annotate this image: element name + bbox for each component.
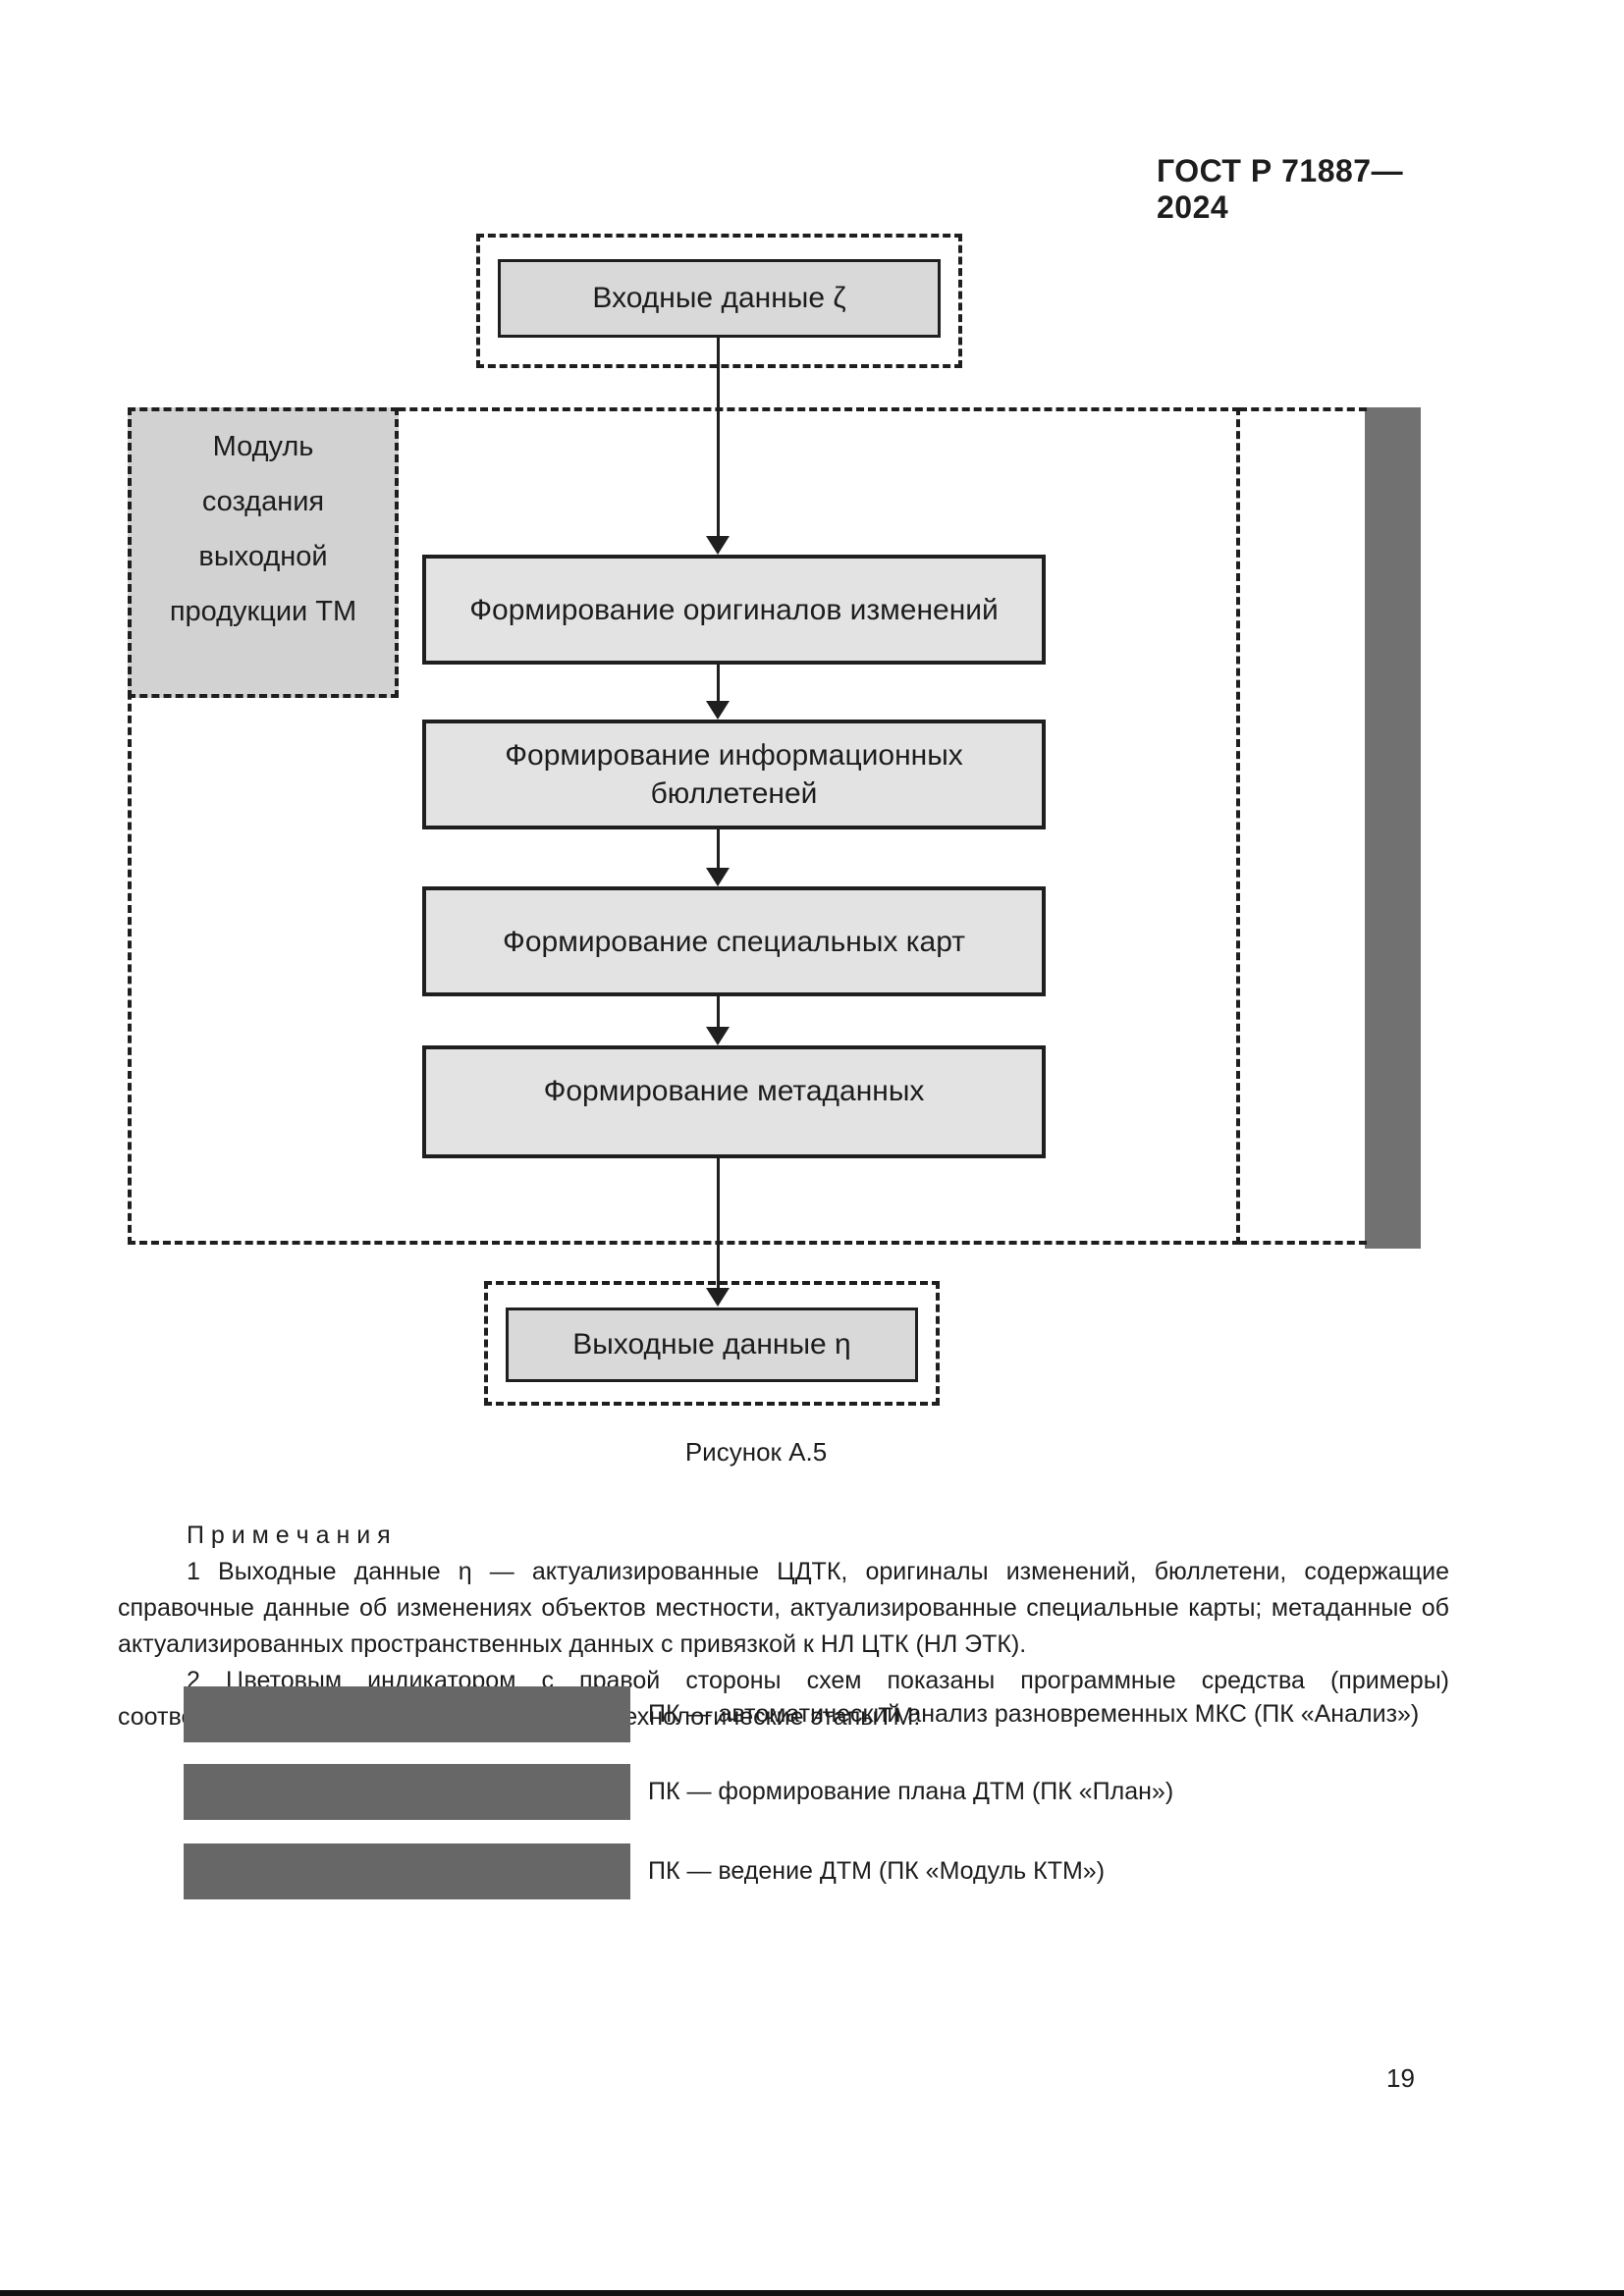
legend-label: ПК — формирование плана ДТМ (ПК «План») [648,1778,1174,1805]
flow-arrow-line [717,1158,720,1290]
note-1: 1 Выходные данные η — актуализированные … [118,1558,1449,1658]
input-data-box: Входные данные ζ [498,259,941,338]
frame-extension-bottom [1239,1241,1367,1245]
module-label-line: Модуль [212,431,314,462]
step-box-form-special-maps: Формирование специальных карт [422,886,1046,996]
flow-arrow-line [717,665,720,703]
legend-label: ПК — автоматический анализ разновременны… [648,1700,1420,1728]
page-number: 19 [1386,2063,1415,2093]
flow-arrow-line [717,336,720,538]
legend-label: ПК — ведение ДТМ (ПК «Модуль КТМ») [648,1857,1106,1885]
module-label-line: выходной [198,541,328,572]
flow-arrow-head [706,868,730,886]
module-dashed-frame [128,407,1240,1245]
flow-arrow-line [717,996,720,1029]
legend-color-bar [184,1764,630,1820]
flow-arrow-head [706,536,730,555]
notes-section: П р и м е ч а н и я 1 Выходные данные η … [118,1518,1449,1735]
module-label-line: создания [201,486,325,517]
module-label-box: Модуль создания выходной продукции ТМ [128,407,399,698]
output-data-dashed-box: Выходные данные η [484,1281,940,1406]
notes-heading: П р и м е ч а н и я [187,1522,391,1549]
legend-color-bar [184,1843,630,1899]
flow-arrow-line [717,829,720,870]
scan-page-edge [0,2290,1624,2296]
step-box-form-change-originals: Формирование оригиналов изменений [422,555,1046,665]
flow-arrow-head [706,1027,730,1045]
frame-extension-top [1239,407,1367,411]
module-label-line: продукции ТМ [169,596,357,627]
step-box-form-info-bulletins: Формирование информационных бюллетеней [422,720,1046,829]
output-data-box: Выходные данные η [506,1308,918,1382]
step-box-form-metadata: Формирование метаданных [422,1045,1046,1158]
flow-arrow-head [706,1288,730,1307]
figure-caption: Рисунок А.5 [684,1437,828,1467]
software-indicator-bar [1365,407,1421,1249]
legend-color-bar [184,1686,630,1742]
standard-designation: ГОСТ Р 71887—2024 [1157,153,1404,225]
flow-arrow-head [706,701,730,720]
